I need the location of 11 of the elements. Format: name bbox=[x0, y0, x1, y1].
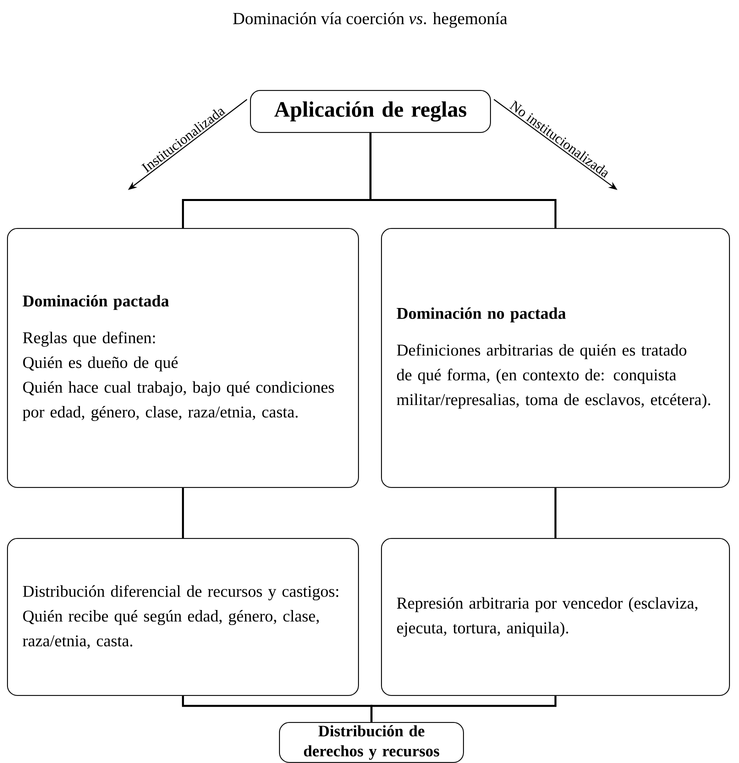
process-box: Dominación no pactada Definiciones arbitrarias de quién es tratado de qué forma, (en contexto de: conquista militar/represalias, toma de esclavos, etcétera). bbox=[381, 228, 730, 488]
process-box: Represión arbitraria por vencedor (esclaviza, ejecuta, tortura, aniquila). bbox=[381, 538, 730, 696]
process-box: Distribución diferencial de recursos y castigos: Quién recibe qué según edad, género, clase, raza/etnia, casta. bbox=[7, 538, 359, 696]
process-box: Distribución de derechos y recursos bbox=[279, 722, 464, 763]
connector-line bbox=[554, 488, 556, 538]
title: Dominación vía coerción vs. hegemonía bbox=[233, 12, 508, 28]
connector-line bbox=[370, 696, 556, 722]
connector-line bbox=[182, 488, 184, 538]
process-box: Aplicación de reglas bbox=[250, 90, 491, 133]
process-box: Dominación pactada Reglas que definen: Quién es dueño de qué Quién hace cual trabajo, bajo qué condiciones por edad, género, clase, raza/etnia, casta. bbox=[7, 228, 359, 488]
connector-line bbox=[369, 132, 556, 228]
